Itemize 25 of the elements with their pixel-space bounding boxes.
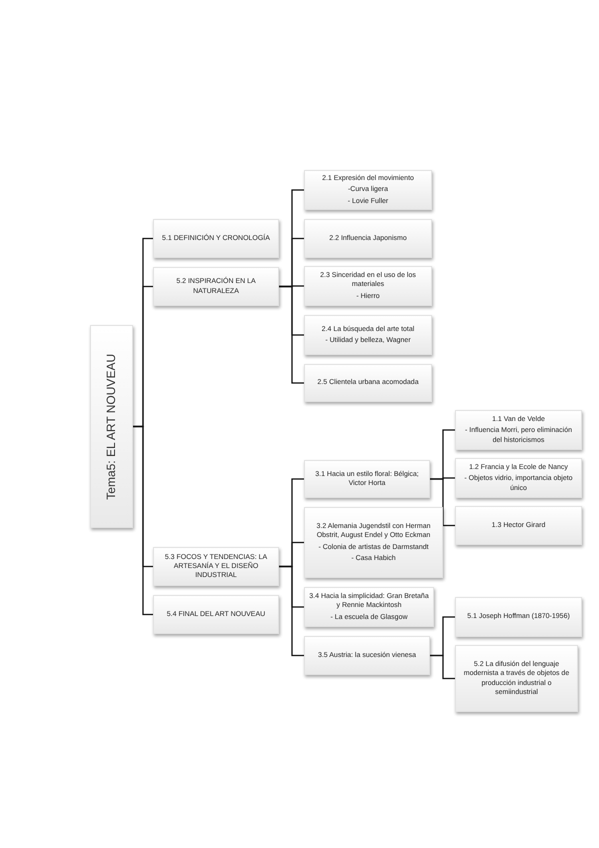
connector-line	[279, 566, 304, 656]
topic-box	[304, 587, 434, 627]
topic-box	[304, 315, 432, 355]
connector-line	[430, 654, 455, 680]
topic-box	[304, 507, 443, 578]
topic-box	[455, 506, 582, 545]
topic-box	[455, 597, 582, 637]
topic-box	[304, 636, 430, 675]
topic-box	[153, 219, 279, 258]
root-topic-box	[90, 325, 133, 528]
topic-box	[153, 267, 279, 306]
topic-box	[304, 170, 432, 210]
topic-box	[304, 266, 432, 306]
connector-line	[430, 478, 455, 526]
topic-box	[455, 458, 582, 498]
topic-text: Tema5: EL ART NOUVEAU	[104, 354, 119, 500]
topic-box	[304, 364, 432, 402]
topic-box	[304, 460, 430, 498]
topic-box	[153, 595, 279, 634]
connector-line	[133, 426, 153, 616]
topic-box	[455, 410, 582, 450]
topic-box	[304, 219, 432, 258]
topic-box	[153, 547, 279, 586]
topic-box	[455, 645, 578, 712]
connector-line	[279, 286, 304, 384]
